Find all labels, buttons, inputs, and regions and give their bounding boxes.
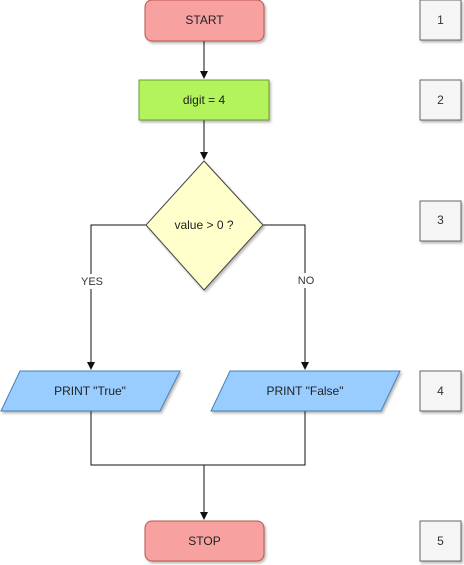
step-box-2 bbox=[419, 79, 462, 121]
step-number: 1 bbox=[437, 13, 444, 27]
decision-label: value > 0 ? bbox=[174, 218, 233, 232]
start-node[interactable]: START bbox=[144, 0, 265, 42]
step-box-3 bbox=[419, 200, 462, 242]
step-number: 3 bbox=[437, 213, 444, 227]
stop-label: STOP bbox=[188, 534, 220, 548]
print-true-label: PRINT "True" bbox=[54, 384, 126, 398]
step-box-1 bbox=[419, 0, 462, 41]
assign-node[interactable]: digit = 4 bbox=[138, 79, 270, 121]
edge-labels: YES NO bbox=[78, 273, 318, 289]
edges bbox=[87, 41, 309, 520]
yes-label: YES bbox=[81, 276, 103, 288]
print-true-node[interactable]: PRINT "True" bbox=[0, 370, 181, 412]
step-number: 2 bbox=[437, 93, 444, 107]
print-false-node[interactable]: PRINT "False" bbox=[210, 370, 401, 412]
step-number: 4 bbox=[437, 384, 444, 398]
step-box-5 bbox=[419, 520, 462, 562]
step-number: 5 bbox=[437, 534, 444, 548]
edge-true-to-join bbox=[90, 411, 306, 466]
assign-label: digit = 4 bbox=[183, 93, 226, 107]
step-box-4 bbox=[419, 370, 462, 412]
step-column bbox=[419, 0, 462, 562]
start-label: START bbox=[185, 13, 224, 27]
edge-decision-no bbox=[263, 224, 309, 370]
decision-node[interactable]: value > 0 ? bbox=[145, 160, 264, 291]
no-label: NO bbox=[298, 275, 315, 287]
stop-node[interactable]: STOP bbox=[144, 520, 265, 562]
print-false-label: PRINT "False" bbox=[267, 384, 344, 398]
step-labels: 1 2 3 4 5 bbox=[437, 13, 444, 548]
edge-decision-yes bbox=[87, 224, 146, 370]
